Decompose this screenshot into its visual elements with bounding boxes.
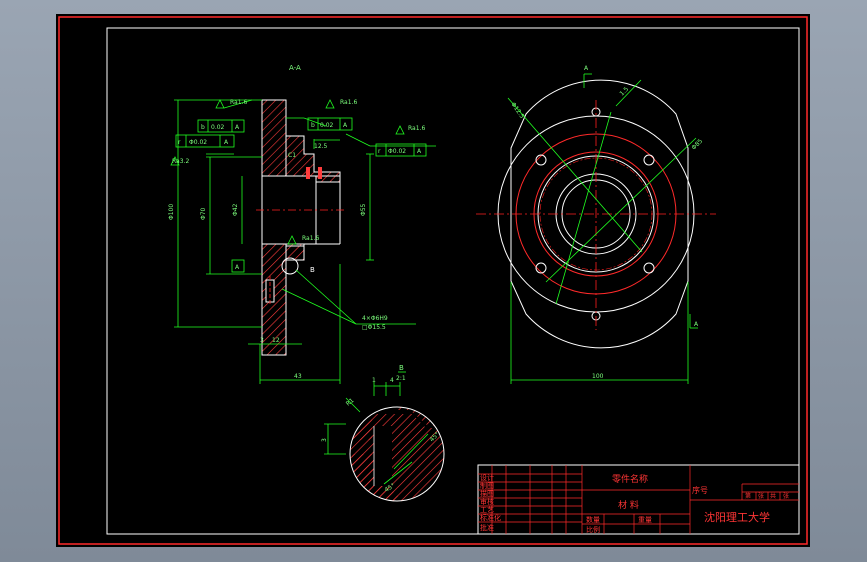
svg-text:Ra1.6: Ra1.6: [230, 99, 247, 106]
svg-text:R1: R1: [345, 397, 356, 408]
svg-text:A: A: [417, 148, 422, 155]
svg-text:Φ0.02: Φ0.02: [388, 148, 406, 155]
svg-text:B: B: [310, 266, 315, 274]
datum-box: [231, 259, 245, 273]
drawing-sheet: A-A: [56, 14, 810, 547]
svg-text:制图: 制图: [480, 481, 494, 490]
svg-text:0.02: 0.02: [211, 124, 225, 131]
svg-text:工艺: 工艺: [480, 506, 494, 514]
svg-text:Ra1.6: Ra1.6: [302, 235, 319, 242]
svg-text:批准: 批准: [480, 523, 494, 532]
svg-text:Φ42: Φ42: [232, 203, 239, 216]
svg-text:b: b: [311, 122, 315, 129]
svg-text:重量: 重量: [638, 516, 652, 524]
school-name: 沈阳理工大学: [704, 510, 770, 524]
svg-text:比例: 比例: [586, 525, 600, 534]
svg-text:Φ100: Φ100: [168, 204, 175, 220]
svg-text:1.5: 1.5: [618, 86, 630, 98]
svg-text:□Φ15.5: □Φ15.5: [362, 324, 386, 331]
svg-text:12.5: 12.5: [314, 143, 328, 150]
svg-text:2:1: 2:1: [396, 375, 406, 382]
svg-text:Ra3.2: Ra3.2: [172, 158, 189, 165]
svg-text:张: 张: [783, 492, 789, 500]
svg-text:描图: 描图: [480, 489, 494, 498]
svg-text:A: A: [235, 264, 240, 271]
svg-text:Φ85: Φ85: [690, 138, 704, 152]
svg-text:12: 12: [272, 337, 280, 344]
svg-text:Φ12.5: Φ12.5: [509, 101, 525, 120]
svg-text:C1: C1: [288, 152, 296, 159]
inner-frame: [106, 27, 800, 535]
svg-text:4: 4: [390, 377, 394, 384]
cad-canvas: A-A: [58, 16, 808, 545]
svg-text:B: B: [399, 364, 404, 372]
svg-text:45°: 45°: [384, 482, 397, 493]
svg-text:43: 43: [294, 373, 302, 380]
svg-text:共: 共: [770, 492, 776, 500]
svg-text:数量: 数量: [586, 515, 600, 524]
outer-frame: [58, 16, 808, 545]
material-label: 材 料: [618, 499, 639, 511]
svg-text:第: 第: [745, 492, 751, 500]
svg-text:Φ70: Φ70: [200, 207, 207, 220]
svg-text:A: A: [224, 139, 229, 146]
svg-text:审核: 审核: [480, 497, 494, 506]
svg-text:1: 1: [372, 377, 376, 384]
svg-text:0.02: 0.02: [320, 122, 334, 129]
svg-text:b: b: [201, 124, 205, 131]
tolerance-frame-flat: b 0.02 A: [197, 119, 245, 133]
svg-text:100: 100: [592, 373, 604, 380]
svg-text:设计: 设计: [480, 473, 494, 482]
svg-text:r: r: [178, 139, 181, 146]
svg-text:标准化: 标准化: [480, 513, 501, 522]
svg-text:Ra1.6: Ra1.6: [408, 125, 425, 132]
svg-text:4×Φ6H9: 4×Φ6H9: [362, 315, 388, 322]
svg-text:A: A: [694, 321, 699, 328]
svg-text:张: 张: [758, 492, 764, 500]
tolerance-frame-right: b 0.02 A: [307, 117, 353, 131]
front-view: Φ12.5 1.5 Φ85 100 A A: [476, 65, 716, 384]
svg-text:Φ55: Φ55: [360, 203, 367, 216]
detail-view: 1 4 R1 3 45° 45° B 2:1: [321, 364, 445, 502]
title-block: 设计 制图 描图 审核 工艺 标准化 批准 零件名称 材 料 序号 第 张 共 …: [477, 464, 800, 535]
svg-text:Ra1.6: Ra1.6: [340, 99, 357, 106]
tolerance-frame-perp: r Φ0.02 A: [175, 134, 235, 148]
svg-text:Φ0.02: Φ0.02: [189, 139, 207, 146]
section-view: A-A: [168, 64, 436, 384]
part-name: 零件名称: [612, 473, 648, 485]
svg-text:A: A: [584, 65, 589, 72]
svg-text:3: 3: [321, 438, 328, 442]
svg-text:A: A: [343, 122, 348, 129]
detail-b-circle: [281, 257, 299, 275]
svg-text:3: 3: [260, 337, 264, 344]
svg-text:r: r: [378, 148, 381, 155]
svg-text:A: A: [235, 124, 240, 131]
svg-text:序号: 序号: [692, 485, 708, 495]
section-label: A-A: [289, 64, 301, 72]
tolerance-frame-runout: r Φ0.02 A: [375, 143, 427, 157]
